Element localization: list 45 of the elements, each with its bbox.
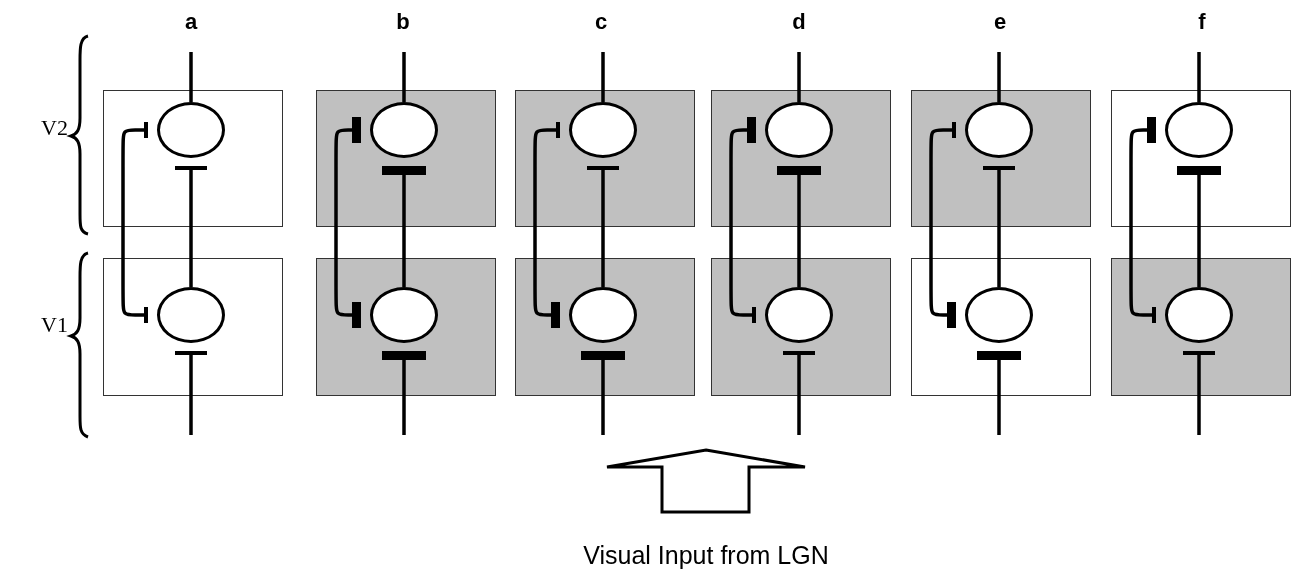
layer-label: V1: [41, 312, 68, 338]
column-label: d: [792, 9, 806, 35]
column-label: f: [1198, 9, 1206, 35]
connector-line: [581, 351, 625, 435]
connector-line: [777, 166, 821, 287]
connector-line: [189, 52, 193, 102]
layer-box: [911, 90, 1091, 227]
connector-line: [1129, 117, 1156, 323]
connector-line: [382, 166, 426, 287]
connector-line: [334, 117, 361, 328]
layer-box: [103, 90, 283, 227]
connector-line: [929, 122, 956, 328]
layer-box: [711, 258, 891, 396]
connector-line: [121, 122, 148, 323]
connector-line: [983, 166, 1015, 287]
layer-box: [1111, 258, 1291, 396]
connector-line: [402, 52, 406, 102]
connector-line: [382, 351, 426, 435]
connector-line: [1177, 166, 1221, 287]
layer-box: [911, 258, 1091, 396]
connector-line: [587, 166, 619, 287]
column-label: c: [594, 9, 608, 35]
layer-box: [515, 90, 695, 227]
connector-line: [1197, 52, 1201, 102]
column-label: e: [993, 9, 1007, 35]
connector-line: [797, 52, 801, 102]
caption-text: Visual Input from LGN: [583, 540, 829, 570]
connector-line: [601, 52, 605, 102]
column-label: b: [396, 9, 410, 35]
connector-line: [977, 351, 1021, 435]
connector-line: [175, 166, 207, 287]
connector-line: [997, 52, 1001, 102]
layer-box: [316, 258, 496, 396]
layer-box: [711, 90, 891, 227]
connector-line: [729, 117, 756, 323]
layer-box: [103, 258, 283, 396]
connector-line: [1183, 351, 1215, 435]
layer-box: [515, 258, 695, 396]
layer-box: [1111, 90, 1291, 227]
layer-box: [316, 90, 496, 227]
layer-label: V2: [41, 115, 68, 141]
column-label: a: [184, 9, 198, 35]
connector-line: [175, 351, 207, 435]
connector-line: [783, 351, 815, 435]
connector-line: [533, 122, 560, 328]
